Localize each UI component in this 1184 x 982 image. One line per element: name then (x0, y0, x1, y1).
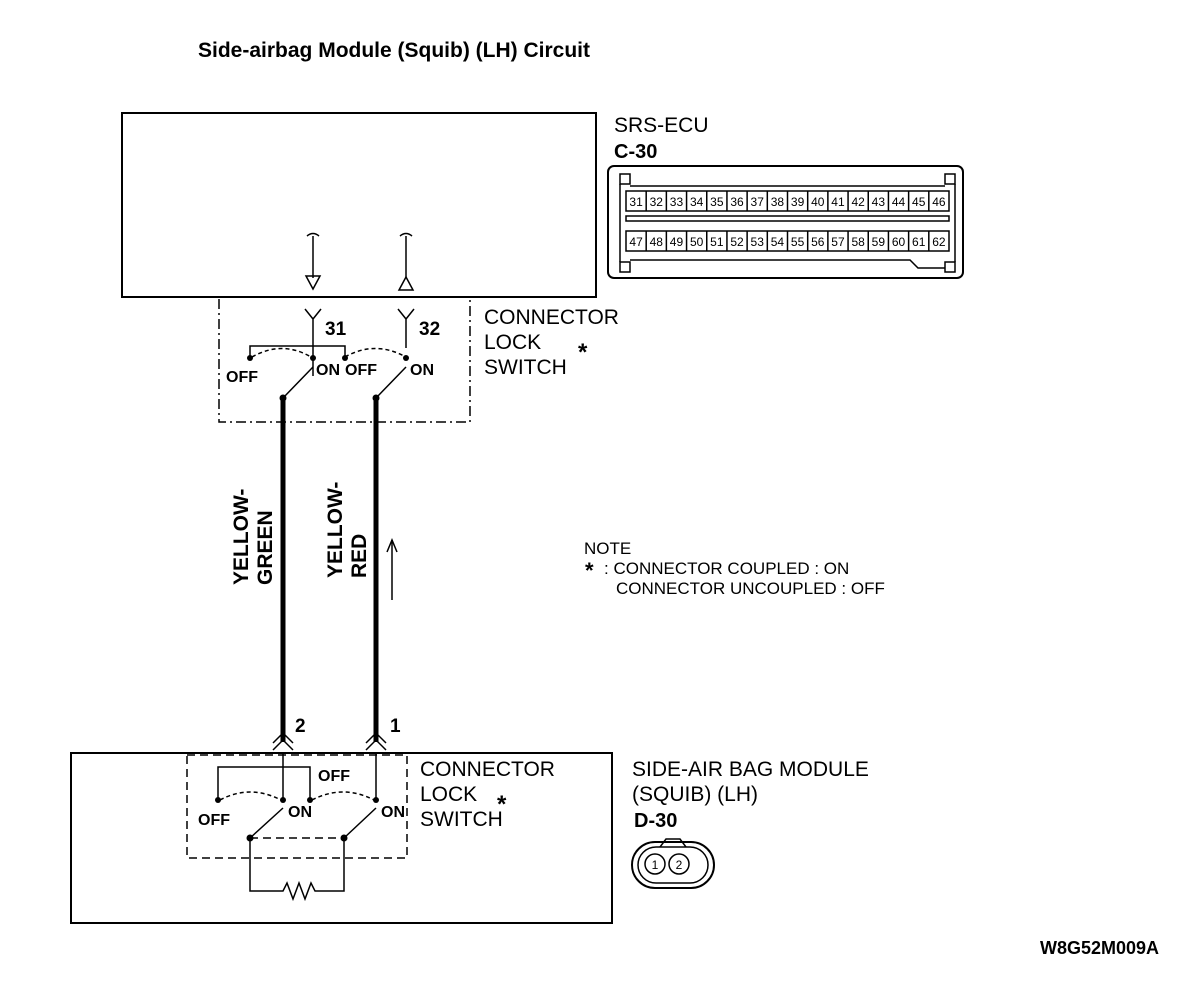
ecu-pin-61: 61 (912, 235, 926, 249)
ecu-pin-52: 52 (730, 235, 744, 249)
upper-switch-asterisk: * (578, 339, 588, 366)
lower-switch-right-off: OFF (318, 768, 350, 785)
note-line-1: : CONNECTOR COUPLED : ON (604, 559, 849, 578)
ecu-pin-48: 48 (650, 235, 664, 249)
ecu-pin-57: 57 (831, 235, 845, 249)
lower-switch-label-1: CONNECTOR (420, 758, 555, 781)
ecu-pin-37: 37 (751, 195, 765, 209)
upper-switch-right-off: OFF (345, 362, 377, 379)
module-connector-face (631, 838, 715, 889)
ecu-pin-44: 44 (892, 195, 906, 209)
ecu-pin-49: 49 (670, 235, 684, 249)
ecu-pin-62: 62 (932, 235, 946, 249)
ecu-pin-33: 33 (670, 195, 684, 209)
ecu-pin-59: 59 (872, 235, 886, 249)
ecu-name: SRS-ECU (614, 114, 709, 137)
lower-switch-left-on: ON (288, 804, 312, 821)
lower-switch-label-3: SWITCH (420, 808, 503, 831)
ecu-pin-56: 56 (811, 235, 825, 249)
ecu-pin-40: 40 (811, 195, 825, 209)
srs-ecu-box (121, 112, 597, 298)
ecu-connector-id: C-30 (614, 141, 657, 163)
wire-right-color-2: RED (348, 534, 371, 578)
ecu-pin-55: 55 (791, 235, 805, 249)
upper-switch-left-off: OFF (226, 369, 258, 386)
ecu-pin-60: 60 (892, 235, 906, 249)
module-name-line-2: (SQUIB) (LH) (632, 783, 758, 806)
wire-left-color-1: YELLOW- (230, 489, 253, 585)
ecu-terminal-31: 31 (325, 319, 347, 340)
ecu-pin-51: 51 (710, 235, 724, 249)
ecu-pin-58: 58 (851, 235, 865, 249)
module-pin-2: 2 (676, 858, 683, 872)
ecu-terminal-32: 32 (419, 319, 440, 340)
ecu-pin-31: 31 (629, 195, 643, 209)
module-terminal-markers (272, 731, 387, 751)
diagram-title: Side-airbag Module (Squib) (LH) Circuit (198, 39, 590, 62)
lower-switch-label-2: LOCK (420, 783, 477, 806)
ecu-pin-53: 53 (751, 235, 765, 249)
upper-switch-boundary (218, 296, 471, 423)
ecu-pin-38: 38 (771, 195, 785, 209)
module-terminal-2: 2 (295, 716, 306, 737)
upper-switch-label-2: LOCK (484, 331, 541, 354)
upper-switch-label-1: CONNECTOR (484, 306, 619, 329)
ecu-pin-46: 46 (932, 195, 946, 209)
ecu-pin-43: 43 (872, 195, 886, 209)
ecu-pin-54: 54 (771, 235, 785, 249)
ecu-pin-41: 41 (831, 195, 845, 209)
wire-left-color-2: GREEN (254, 510, 277, 585)
module-name-line-1: SIDE-AIR BAG MODULE (632, 758, 869, 781)
ecu-connector-separator (625, 215, 950, 222)
current-direction-arrow (386, 538, 398, 600)
lower-switch-left-off: OFF (198, 812, 230, 829)
module-pin-1: 1 (652, 858, 659, 872)
ecu-pin-34: 34 (690, 195, 704, 209)
module-connector-id: D-30 (634, 810, 677, 832)
ecu-pin-50: 50 (690, 235, 704, 249)
upper-switch-right-on: ON (410, 362, 434, 379)
upper-switch-left-on: ON (316, 362, 340, 379)
ecu-pin-36: 36 (730, 195, 744, 209)
ecu-pin-35: 35 (710, 195, 724, 209)
note-asterisk: * (585, 558, 594, 583)
lower-switch-right-on: ON (381, 804, 405, 821)
ecu-pin-39: 39 (791, 195, 805, 209)
note-heading: NOTE (584, 539, 631, 558)
ecu-connector-face: 31 32 33 34 35 36 37 38 39 40 41 42 43 44 45 46 47 48 49 5… (607, 165, 964, 279)
upper-switch-label-3: SWITCH (484, 356, 567, 379)
ecu-pin-32: 32 (650, 195, 664, 209)
side-airbag-module-box (70, 752, 613, 924)
ecu-internal-wiring (304, 232, 415, 291)
note-line-2: CONNECTOR UNCOUPLED : OFF (616, 579, 885, 598)
lower-switch-asterisk: * (497, 791, 507, 818)
figure-code: W8G52M009A (1040, 938, 1159, 958)
lower-switch-wiring (215, 753, 379, 902)
ecu-pin-45: 45 (912, 195, 926, 209)
ecu-pin-42: 42 (851, 195, 865, 209)
module-terminal-1: 1 (390, 716, 401, 737)
wire-right-color-1: YELLOW- (324, 482, 347, 578)
ecu-pin-47: 47 (629, 235, 643, 249)
lower-switch-boundary (186, 754, 408, 859)
